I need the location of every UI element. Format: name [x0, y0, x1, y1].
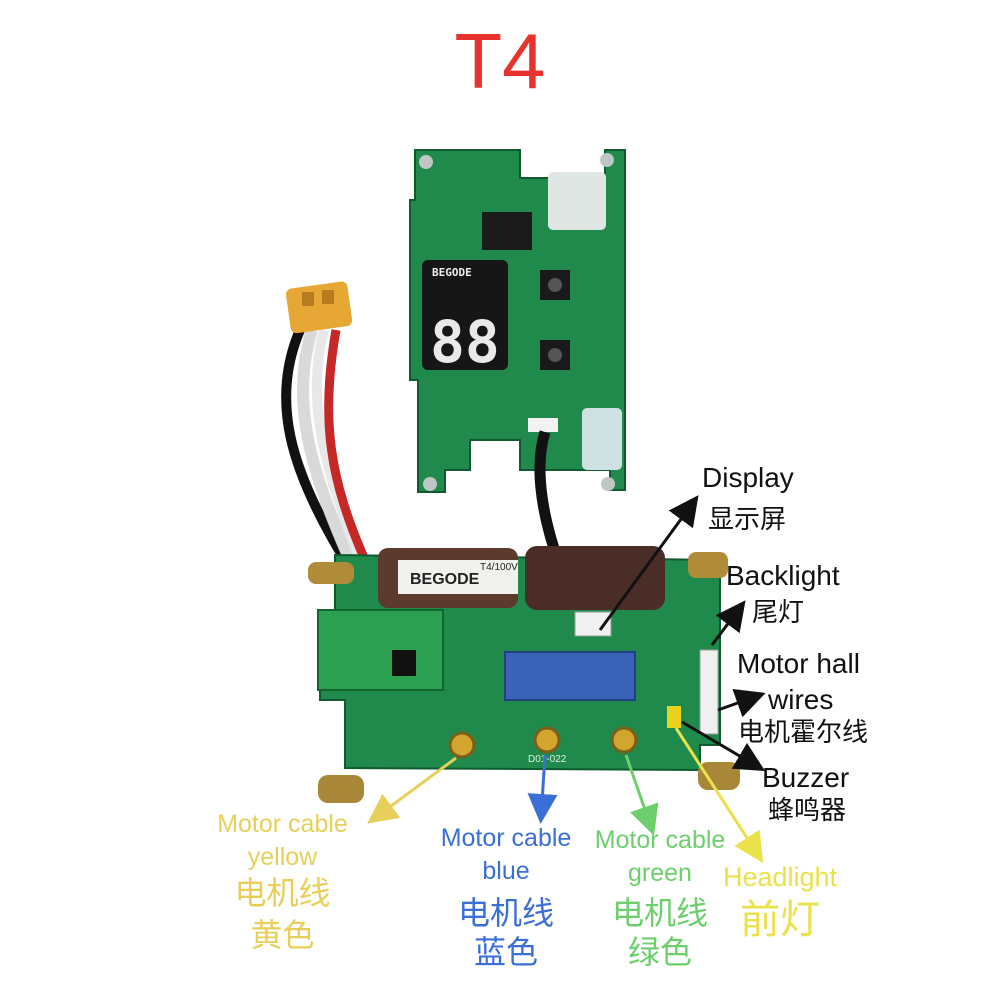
display-board: BEGODE 88: [409, 149, 626, 493]
buzzer-label-zh: 蜂鸣器: [768, 795, 847, 825]
board-code-text: D01-022: [528, 754, 567, 765]
led-display: BEGODE 88: [422, 260, 508, 376]
capacitor-brand-text: BEGODE: [410, 571, 480, 588]
buzzer-label: Buzzer: [762, 762, 850, 793]
motor-hall-label-2: wires: [768, 684, 834, 715]
headlight-label: Headlight: [722, 862, 838, 892]
motor-yellow-label: Motor cable: [217, 810, 348, 838]
motor-yellow-label-2: yellow: [247, 843, 318, 871]
battery-cable: [281, 281, 370, 563]
svg-text:88: 88: [430, 308, 500, 376]
controller-board: BEGODE T4/100V D01-022: [308, 546, 740, 803]
motor-green-label-zh-2: 绿色: [627, 933, 692, 971]
motor-hall-label-zh: 电机霍尔线: [738, 717, 869, 747]
backlight-label: Backlight: [726, 560, 840, 591]
motor-blue-label-zh: 电机线: [457, 894, 554, 932]
motor-yellow-label-zh-2: 黄色: [250, 916, 315, 954]
capacitor-rating-text: T4/100V: [480, 562, 518, 573]
motor-yellow-label-zh: 电机线: [234, 874, 331, 912]
display-label-zh: 显示屏: [708, 504, 787, 534]
motor-green-label: Motor cable: [594, 826, 726, 854]
motor-blue-label-2: blue: [482, 857, 530, 885]
headlight-label-zh: 前灯: [740, 897, 820, 943]
backlight-label-zh: 尾灯: [752, 597, 805, 627]
display-label: Display: [702, 462, 794, 493]
motor-hall-label: Motor hall: [737, 648, 860, 679]
motor-blue-label: Motor cable: [440, 824, 572, 852]
motor-green-label-zh: 电机线: [611, 894, 708, 932]
motor-green-label-2: green: [628, 859, 692, 887]
motor-blue-label-zh-2: 蓝色: [473, 933, 538, 971]
page-title: T4: [454, 17, 546, 105]
display-brand-text: BEGODE: [432, 266, 472, 279]
